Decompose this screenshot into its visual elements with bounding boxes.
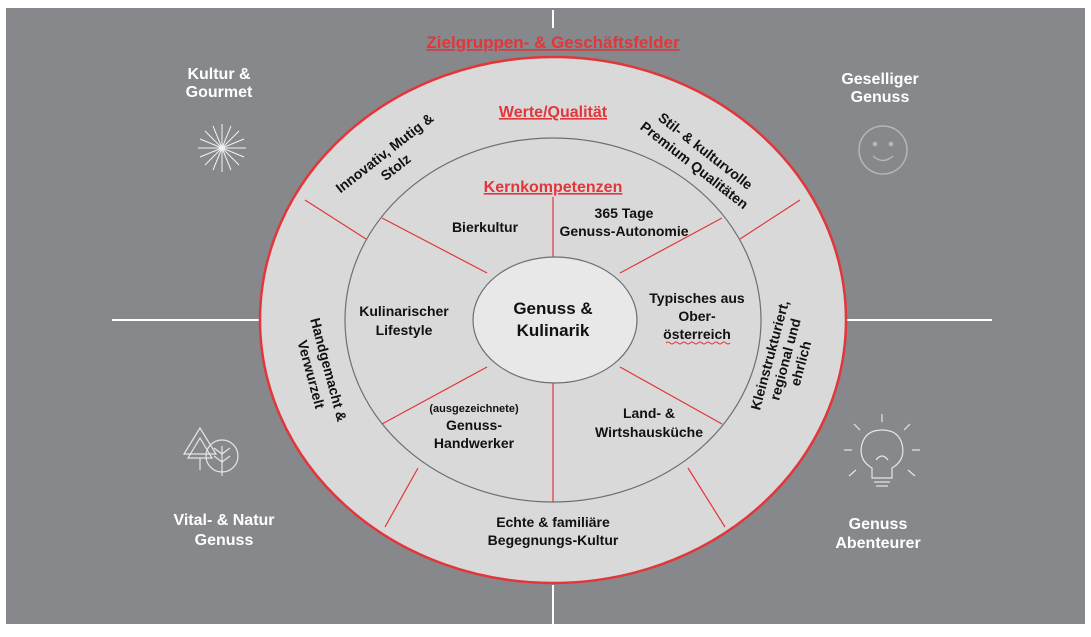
kern-divider — [619, 366, 723, 425]
werte-divider — [304, 199, 367, 240]
center-ellipse — [472, 256, 638, 384]
center-label: Genuss & — [513, 299, 592, 318]
corner-label-top-left: Kultur & — [187, 66, 251, 83]
werte-divider — [687, 467, 726, 528]
corner-label-top-left: Gourmet — [186, 84, 253, 101]
kern-item: (ausgezeichnete) — [429, 403, 519, 415]
spellcheck-squiggle — [665, 341, 731, 345]
kern-item: Ober- — [678, 308, 716, 324]
werte-ring-title: Werte/Qualität — [499, 104, 608, 121]
corner-label-bottom-right: Abenteurer — [835, 535, 920, 552]
kern-item: Land- & — [623, 405, 675, 421]
kern-item: österreich — [663, 326, 731, 342]
kern-item: Genuss- — [446, 417, 502, 433]
trees-icon — [182, 426, 239, 476]
kern-item: Kulinarischer — [359, 303, 449, 319]
kern-divider — [619, 217, 723, 274]
center-label: Kulinarik — [517, 321, 590, 340]
corner-label-top-right: Geselliger — [841, 71, 918, 88]
kern-ring-title: Kernkompetenzen — [484, 179, 623, 196]
werte-item: Begegnungs-Kultur — [488, 532, 619, 548]
kern-item: Wirtshausküche — [595, 424, 703, 440]
kern-divider — [381, 366, 488, 425]
corner-label-bottom-right: Genuss — [849, 516, 908, 533]
werte-divider — [739, 199, 801, 240]
kern-item: Bierkultur — [452, 219, 519, 235]
kern-divider — [381, 217, 488, 274]
lightbulb-icon — [844, 414, 920, 487]
werte-divider — [384, 467, 419, 528]
corner-label-bottom-left: Genuss — [195, 532, 254, 549]
werte-item: Echte & familiäre — [496, 514, 610, 530]
kern-item: Handwerker — [434, 435, 515, 451]
corner-label-top-right: Genuss — [851, 89, 910, 106]
kern-item: Typisches aus — [649, 290, 745, 306]
kern-item: Lifestyle — [376, 322, 433, 338]
smiley-icon — [858, 125, 908, 175]
kern-item: Genuss-Autonomie — [559, 223, 688, 239]
fireworks-icon — [198, 124, 246, 172]
main-title: Zielgruppen- & Geschäftsfelder — [426, 33, 680, 52]
kern-item: 365 Tage — [595, 205, 654, 221]
corner-label-bottom-left: Vital- & Natur — [173, 512, 274, 529]
